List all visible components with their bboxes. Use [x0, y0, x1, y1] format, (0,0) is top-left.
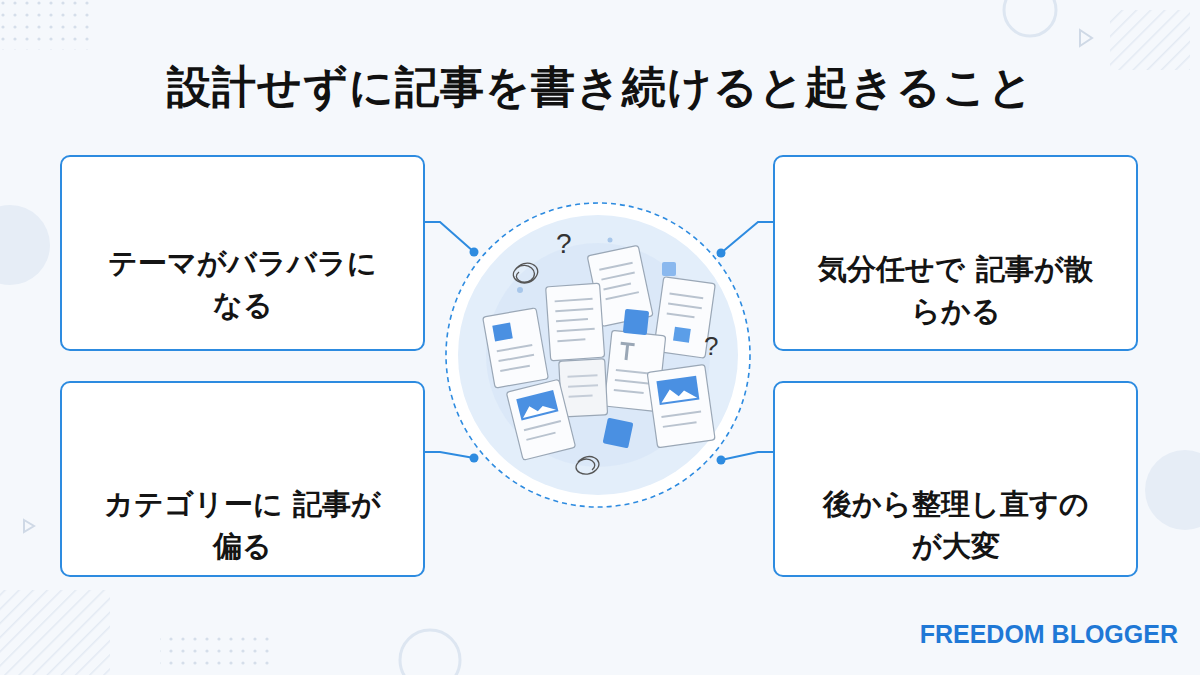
box-text-group: テーマがバラバラになる	[80, 242, 405, 326]
box-text: 気分任せで 記事が散らかる	[793, 248, 1118, 332]
text-box: 気分任せで 記事が散らかる	[773, 155, 1138, 351]
text-box: カテゴリーに 記事が偏る	[60, 381, 425, 577]
text-box: テーマがバラバラになる	[60, 155, 425, 351]
brand-watermark: FREEDOM BLOGGER	[920, 620, 1178, 649]
box-text: 後から整理し直すのが大変	[793, 483, 1118, 567]
box-text: テーマがバラバラになる	[80, 242, 405, 326]
box-text-group: 後から整理し直すのが大変	[793, 483, 1118, 567]
box-text-group: 気分任せで 記事が散らかる	[793, 248, 1118, 332]
question-mark: ?	[556, 228, 572, 260]
title: 設計せずに記事を書き続けると起きること	[40, 58, 1160, 117]
box-text: カテゴリーに 記事が偏る	[80, 483, 405, 567]
text-box: 後から整理し直すのが大変	[773, 381, 1138, 577]
question-mark: ?	[704, 331, 718, 362]
box-text-group: カテゴリーに 記事が偏る	[80, 483, 405, 567]
